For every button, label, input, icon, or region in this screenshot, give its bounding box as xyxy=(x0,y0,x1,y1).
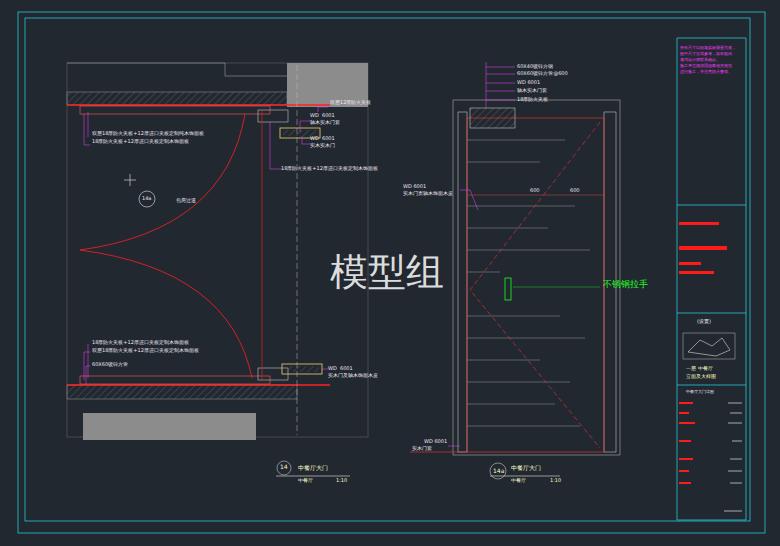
watermark: 模型组 xyxy=(330,252,444,294)
material-note: 18厚防火夹板+12厚进口夹板定制木饰面板 xyxy=(92,340,189,346)
drawing-scale: 1:10 xyxy=(550,478,561,484)
material-note: 双层18厚防火夹板+12厚进口夹板定制木饰面板 xyxy=(92,348,199,354)
material-note: 60X40镀锌方钢 xyxy=(517,64,553,70)
sheet-field: 中餐厅大门详图 xyxy=(686,390,714,394)
material-note: 实木门页轴木饰面木皮 xyxy=(403,191,453,197)
drawing-subtitle: 中餐厅 xyxy=(511,478,526,484)
material-note: 轴木实木门套 xyxy=(517,88,547,94)
material-note: 实木门及轴木饰面木皮 xyxy=(328,373,378,379)
material-code: WD 6001 xyxy=(424,439,447,445)
material-code: WD 6001 xyxy=(403,184,426,190)
general-note: 图中尺寸仅供参考，如有疑问 xyxy=(680,52,732,56)
material-code: WD 6001 xyxy=(517,80,540,86)
drawing-number: 14a xyxy=(493,468,504,475)
material-code: WD xyxy=(328,366,337,372)
drawing-title: 中餐厅大门 xyxy=(511,465,541,472)
dimension: 600 xyxy=(570,188,580,194)
material-code: 6001 xyxy=(322,113,335,119)
material-note: 60X60镀锌方管 xyxy=(92,362,128,368)
material-code: WD xyxy=(310,136,319,142)
title-block-marks xyxy=(679,222,742,511)
drawing-number: 14 xyxy=(280,464,288,471)
drawing-title: 中餐厅大门 xyxy=(298,465,328,472)
material-code: WD xyxy=(310,113,319,119)
room-name: 包房过道 xyxy=(176,198,196,204)
material-note: 实木实木门 xyxy=(310,143,335,149)
material-note: 18厚防火夹板+12厚进口夹板定制木饰面板 xyxy=(92,139,189,145)
general-note: 请与设计师联系确认。 xyxy=(680,58,720,62)
material-note: 双层18厚防火夹板+12厚进口夹板定制纯木饰面板 xyxy=(92,131,204,137)
material-note: 实木门套 xyxy=(412,446,432,452)
general-note: 所有尺寸以现场实际测量为准， xyxy=(680,46,736,50)
material-note: 18厚防火夹板+12厚进口夹板定制木饰面板 xyxy=(281,166,378,172)
callout-number: 14a xyxy=(142,196,151,202)
general-note: 施工单位须按照国家相关规范 xyxy=(680,64,732,68)
plan-view xyxy=(67,63,368,476)
material-note: 60X60镀锌方管@600 xyxy=(517,71,568,77)
material-code: 6001 xyxy=(322,136,335,142)
material-note: 双层12厚防火夹板 xyxy=(330,100,371,106)
general-note: 进行施工，并注意防火要求。 xyxy=(680,70,732,74)
drawing-scale: 1:10 xyxy=(336,478,347,484)
dimension: 600 xyxy=(530,188,540,194)
hardware-label: 不锈钢拉手 xyxy=(603,280,648,290)
sheet-title: 一层 中餐厅 xyxy=(686,366,713,372)
material-note: 18厚防火夹板 xyxy=(517,97,548,103)
material-note: 轴木实木门套 xyxy=(310,120,340,126)
sheet-title: 立面及大样图 xyxy=(686,374,716,380)
sheet-field: (设置) xyxy=(697,319,711,325)
material-code: 6001 xyxy=(340,366,353,372)
drawing-subtitle: 中餐厅 xyxy=(298,478,313,484)
sheet-frame xyxy=(18,12,765,533)
